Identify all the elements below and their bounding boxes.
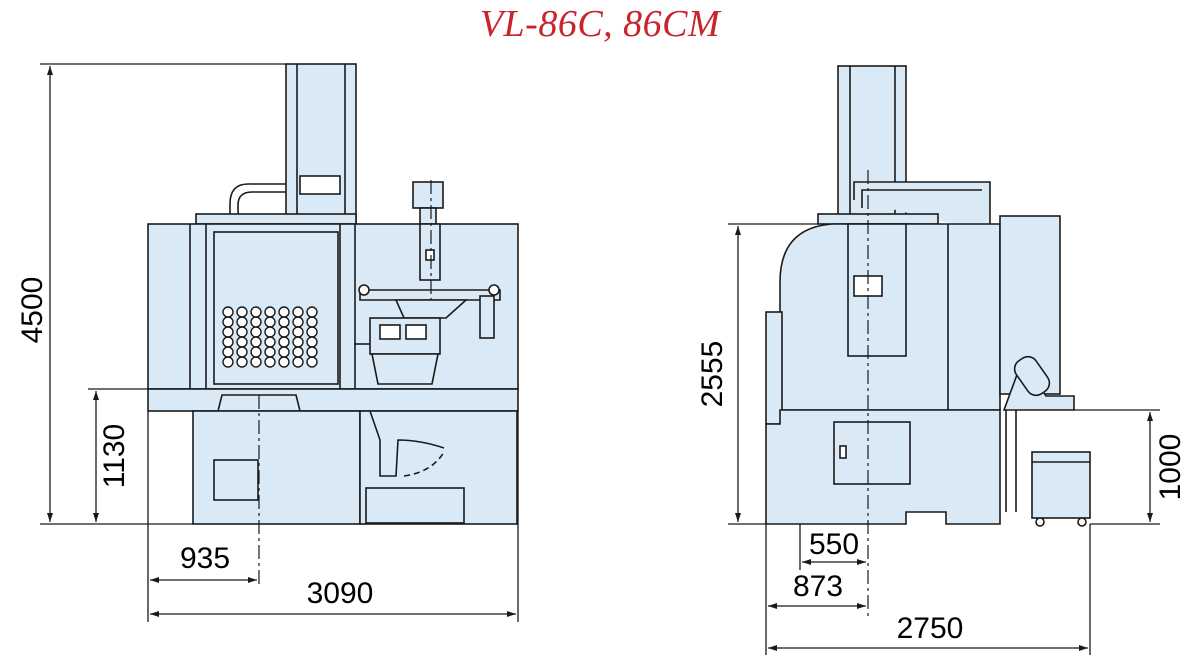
side-view (765, 65, 1091, 620)
vent-hole (236, 336, 248, 348)
dim-2750: 2750 (897, 612, 964, 645)
vent-hole (236, 316, 248, 328)
vent-hole (250, 306, 262, 318)
vent-hole (264, 336, 276, 348)
vent-hole (264, 326, 276, 338)
vent-hole (292, 316, 304, 328)
dim-4500: 4500 (16, 277, 49, 344)
vent-hole (264, 346, 276, 358)
diagram-title: VL-86C, 86CM (479, 3, 721, 45)
dim-935: 935 (180, 542, 230, 575)
dim-1130: 1130 (98, 424, 131, 489)
vent-hole (306, 356, 318, 368)
vent-hole (222, 326, 234, 338)
vent-holes (222, 306, 318, 368)
vent-hole (264, 356, 276, 368)
vent-hole (306, 336, 318, 348)
vent-hole (292, 306, 304, 318)
vent-hole (236, 326, 248, 338)
vent-hole (250, 316, 262, 328)
vent-hole (236, 306, 248, 318)
vent-hole (278, 336, 290, 348)
vent-hole (236, 356, 248, 368)
front-dimensions (40, 63, 519, 622)
vent-hole (292, 336, 304, 348)
vent-hole (222, 306, 234, 318)
vent-hole (264, 316, 276, 328)
vent-hole (306, 326, 318, 338)
vent-hole (278, 326, 290, 338)
vent-hole (222, 346, 234, 358)
front-view (147, 63, 519, 585)
vent-hole (250, 336, 262, 348)
dim-3090: 3090 (307, 577, 374, 610)
vent-hole (250, 326, 262, 338)
vent-hole (278, 316, 290, 328)
vent-hole (278, 356, 290, 368)
vent-hole (222, 336, 234, 348)
dim-550: 550 (809, 528, 859, 561)
vent-hole (292, 346, 304, 358)
vent-hole (278, 306, 290, 318)
vent-hole (306, 306, 318, 318)
vent-hole (306, 346, 318, 358)
vent-hole (292, 326, 304, 338)
vent-hole (292, 356, 304, 368)
dim-873: 873 (793, 570, 843, 603)
dim-2555: 2555 (696, 341, 729, 408)
vent-hole (264, 306, 276, 318)
vent-hole (222, 316, 234, 328)
vent-hole (222, 356, 234, 368)
vent-hole (236, 346, 248, 358)
dim-1000: 1000 (1154, 434, 1187, 501)
vent-hole (250, 356, 262, 368)
vent-hole (278, 346, 290, 358)
vent-hole (306, 316, 318, 328)
side-dimensions (728, 223, 1160, 655)
vent-hole (250, 346, 262, 358)
